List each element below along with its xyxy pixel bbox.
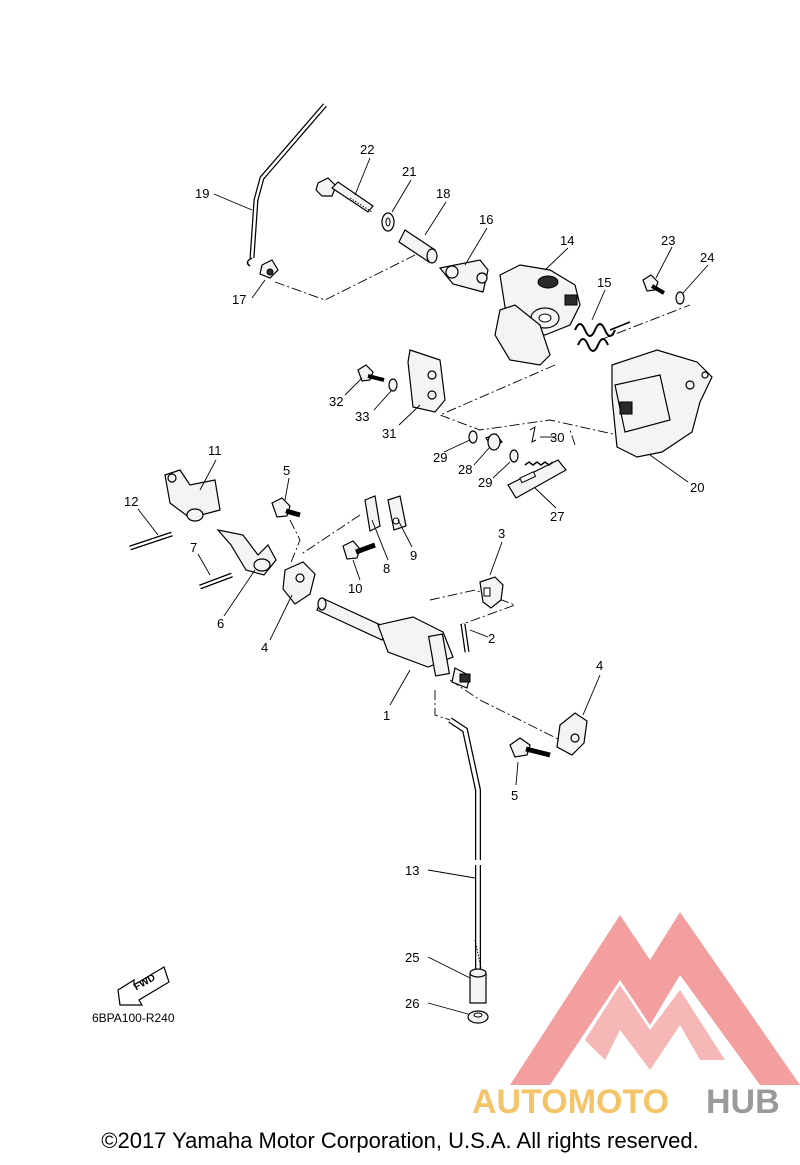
callout-5-a: 5 — [283, 463, 290, 478]
part-29-washer — [468, 430, 478, 444]
part-26-washer — [675, 291, 685, 305]
part-32-bolt — [357, 364, 385, 382]
part-4-nut — [282, 561, 316, 605]
callout-16: 14 — [560, 233, 574, 248]
part-11-lever — [164, 469, 221, 522]
part-4-nut-right — [556, 712, 588, 756]
callout-31: 31 — [382, 426, 396, 441]
callout-4-b: 4 — [596, 658, 603, 673]
callout-2: 2 — [488, 631, 495, 646]
callout-8: 8 — [383, 561, 390, 576]
callout-32: 32 — [329, 394, 343, 409]
callout-33: 33 — [355, 409, 369, 424]
callout-5-b: 5 — [511, 788, 518, 803]
callout-30: 30 — [550, 430, 564, 445]
part-21-rod — [246, 103, 327, 267]
part-31-bracket — [407, 349, 446, 413]
callout-24: 22 — [360, 142, 374, 157]
callout-6: 6 — [217, 616, 224, 631]
callout-1: 1 — [383, 708, 390, 723]
callout-14: 25 — [405, 950, 419, 965]
part-17-spring — [574, 321, 631, 352]
part-30-pin — [529, 425, 537, 443]
fwd-arrow-icon: FWD — [117, 966, 170, 1006]
brand-text-automoto: AUTOMOTO — [472, 1083, 669, 1121]
callout-18: 16 — [479, 212, 493, 227]
part-19-clip — [259, 259, 279, 279]
part-27-slider — [507, 459, 567, 499]
automotohub-logo — [510, 912, 800, 1085]
copyright-text: ©2017 Yamaha Motor Corporation, U.S.A. A… — [101, 1128, 699, 1153]
callout-12: 12 — [124, 494, 138, 509]
part-18-link — [438, 259, 489, 293]
callout-9: 9 — [410, 548, 417, 563]
callout-29-a: 29 — [433, 450, 447, 465]
part-33-washer — [388, 378, 398, 392]
part-24-bolt — [315, 177, 374, 213]
callout-23: 21 — [402, 164, 416, 179]
callout-15: 26 — [405, 996, 419, 1011]
callout-7: 7 — [190, 540, 197, 555]
part-1-shaft — [316, 597, 471, 689]
part-28-collar — [485, 433, 503, 451]
callout-29-b: 29 — [478, 475, 492, 490]
part-22-bracket — [611, 349, 713, 458]
part-6-lever — [216, 529, 277, 576]
part-20-collar — [398, 229, 438, 264]
callout-27: 27 — [550, 509, 564, 524]
part-29-washer-2 — [509, 449, 519, 463]
leader-lines — [137, 157, 709, 1015]
part-10-bolt — [342, 540, 376, 560]
callout-19: 17 — [232, 292, 246, 307]
callout-20: 18 — [436, 186, 450, 201]
logo-inner-icon — [585, 985, 725, 1070]
ref-code: 6BPA100-R240 — [92, 1011, 175, 1025]
callout-22: 20 — [690, 480, 704, 495]
part-5-bolt-lower — [509, 737, 551, 758]
part-14-collar — [469, 968, 487, 1004]
callout-28: 28 — [458, 462, 472, 477]
callout-17: 15 — [597, 275, 611, 290]
part-25-bolt — [642, 274, 666, 295]
part-13-rod — [448, 717, 482, 970]
callout-25: 23 — [661, 233, 675, 248]
connection-lines — [274, 254, 691, 741]
callouts: 19 17 22 21 18 16 14 15 23 24 20 32 33 3… — [124, 142, 714, 1011]
logo-triangle-icon — [510, 912, 800, 1085]
callout-21: 19 — [195, 186, 209, 201]
part-3-clip — [479, 576, 504, 609]
brand-text-hub: HUB — [706, 1083, 780, 1121]
callout-26: 24 — [700, 250, 714, 265]
callout-13: 13 — [405, 863, 419, 878]
part-5-bolt — [271, 497, 301, 518]
callout-11: 11 — [208, 443, 222, 458]
callout-10: 10 — [348, 581, 362, 596]
part-9-plate — [387, 495, 407, 531]
callout-4-a: 4 — [261, 640, 268, 655]
part-15-nut — [467, 1010, 489, 1024]
callout-3: 3 — [498, 526, 505, 541]
part-8-plate — [364, 495, 381, 532]
part-16-lever — [494, 264, 581, 366]
